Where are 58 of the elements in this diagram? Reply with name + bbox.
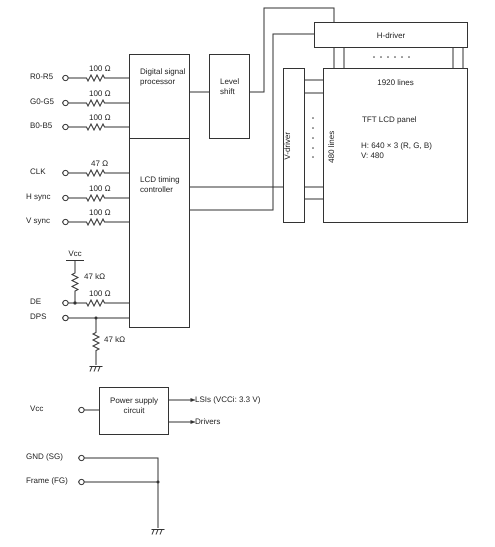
resistor-wire xyxy=(62,98,130,108)
edge-label: 100 Ω xyxy=(88,209,112,217)
resistor-wire xyxy=(62,74,130,82)
lcd-panel xyxy=(323,68,468,223)
terminal-label: GND (SG) xyxy=(26,452,78,463)
wire xyxy=(304,198,324,200)
wire xyxy=(78,406,100,414)
terminal-label: Vcc xyxy=(30,404,78,415)
terminal-label: DE xyxy=(30,297,62,308)
process-box: Power supply circuit xyxy=(99,387,169,435)
output-label: Drivers xyxy=(195,417,235,428)
wire xyxy=(190,186,284,188)
wire xyxy=(452,48,454,68)
terminal-label: CLK xyxy=(30,167,62,178)
arrow xyxy=(168,420,196,424)
output-label: LSIs (VCCi: 3.3 V) xyxy=(195,395,285,406)
terminal-label: V sync xyxy=(26,216,62,227)
supply-label: Vcc xyxy=(66,249,84,261)
panel-label: TFT LCD panel xyxy=(362,115,417,125)
edge-label: 47 kΩ xyxy=(83,273,106,281)
edge-label: 100 Ω xyxy=(88,114,112,122)
panel-label: 1920 lines xyxy=(376,78,415,88)
driver-box: H-driver xyxy=(314,22,468,48)
edge-label: 100 Ω xyxy=(88,90,112,98)
wire xyxy=(462,48,464,68)
terminal-label: Frame (FG) xyxy=(26,476,78,487)
edge-label: 47 Ω xyxy=(90,160,110,168)
ground-symbol xyxy=(151,528,165,534)
resistor-wire xyxy=(62,314,100,366)
edge-label: 47 kΩ xyxy=(103,336,126,344)
process-box: LCD timing controller xyxy=(129,138,190,328)
wire xyxy=(78,478,158,528)
wire xyxy=(190,34,314,210)
terminal-label: DPS xyxy=(30,312,62,323)
wire xyxy=(250,8,334,92)
resistor-wire xyxy=(62,218,130,226)
driver-box xyxy=(283,68,305,223)
arrow xyxy=(168,398,196,402)
wire xyxy=(304,92,324,94)
terminal-label: G0-G5 xyxy=(30,97,62,108)
terminal-label: B0-B5 xyxy=(30,121,62,132)
edge-label: 100 Ω xyxy=(88,290,112,298)
resistor-wire xyxy=(70,260,80,305)
edge-label: 100 Ω xyxy=(88,65,112,73)
terminal-label: H sync xyxy=(26,192,62,203)
wire xyxy=(304,186,324,188)
process-box: Level shift xyxy=(209,54,250,139)
terminal-label: R0-R5 xyxy=(30,72,62,83)
resistor-wire xyxy=(62,168,130,178)
panel-label: H: 640 × 3 (R, G, B) V: 480 xyxy=(361,141,433,160)
edge-label: 100 Ω xyxy=(88,185,112,193)
resistor-wire xyxy=(62,122,130,132)
process-box: Digital signal processor xyxy=(129,54,190,139)
resistor-wire xyxy=(62,298,130,308)
ground-symbol xyxy=(89,365,103,371)
panel-label: 480 lines xyxy=(327,130,337,163)
resistor-wire xyxy=(62,194,130,202)
driver-label: V-driver xyxy=(282,132,293,160)
